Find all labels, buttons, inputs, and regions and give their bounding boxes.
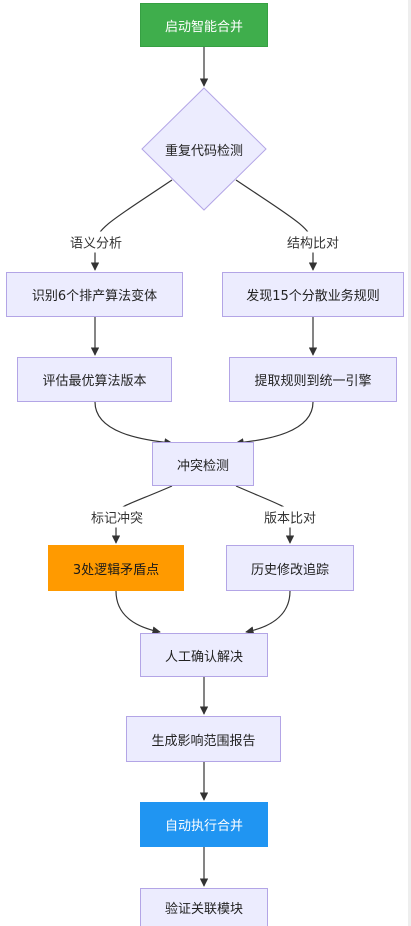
edge-logic-manual bbox=[115, 590, 161, 635]
node-history: 历史修改追踪 bbox=[226, 545, 354, 591]
node-manual: 人工确认解决 bbox=[140, 633, 268, 677]
edge-extract-conflict bbox=[235, 401, 314, 447]
node-found-rules: 发现15个分散业务规则 bbox=[222, 272, 404, 317]
edge-label-version-compare: 版本比对 bbox=[261, 506, 319, 528]
edge-label-structure: 结构比对 bbox=[284, 231, 342, 253]
node-conflict: 冲突检测 bbox=[152, 442, 254, 486]
node-verify: 验证关联模块 bbox=[140, 888, 268, 926]
node-extract-rules: 提取规则到统一引擎 bbox=[229, 357, 397, 402]
node-found-sort: 识别6个排产算法变体 bbox=[6, 272, 183, 317]
node-detect-label: 重复代码检测 bbox=[164, 143, 243, 159]
node-eval-best: 评估最优算法版本 bbox=[17, 357, 172, 402]
node-auto-merge: 自动执行合并 bbox=[140, 802, 268, 847]
edge-label-mark-conflict: 标记冲突 bbox=[88, 506, 146, 528]
node-report: 生成影响范围报告 bbox=[126, 716, 281, 762]
scrollbar-track[interactable] bbox=[408, 0, 411, 926]
edge-eval-conflict bbox=[94, 401, 173, 447]
edge-label-semantic: 语义分析 bbox=[67, 231, 125, 253]
decision-diamond bbox=[141, 87, 267, 211]
edge-history-manual bbox=[245, 590, 291, 635]
node-start: 启动智能合并 bbox=[140, 3, 268, 47]
node-logic-conflict: 3处逻辑矛盾点 bbox=[48, 545, 184, 591]
